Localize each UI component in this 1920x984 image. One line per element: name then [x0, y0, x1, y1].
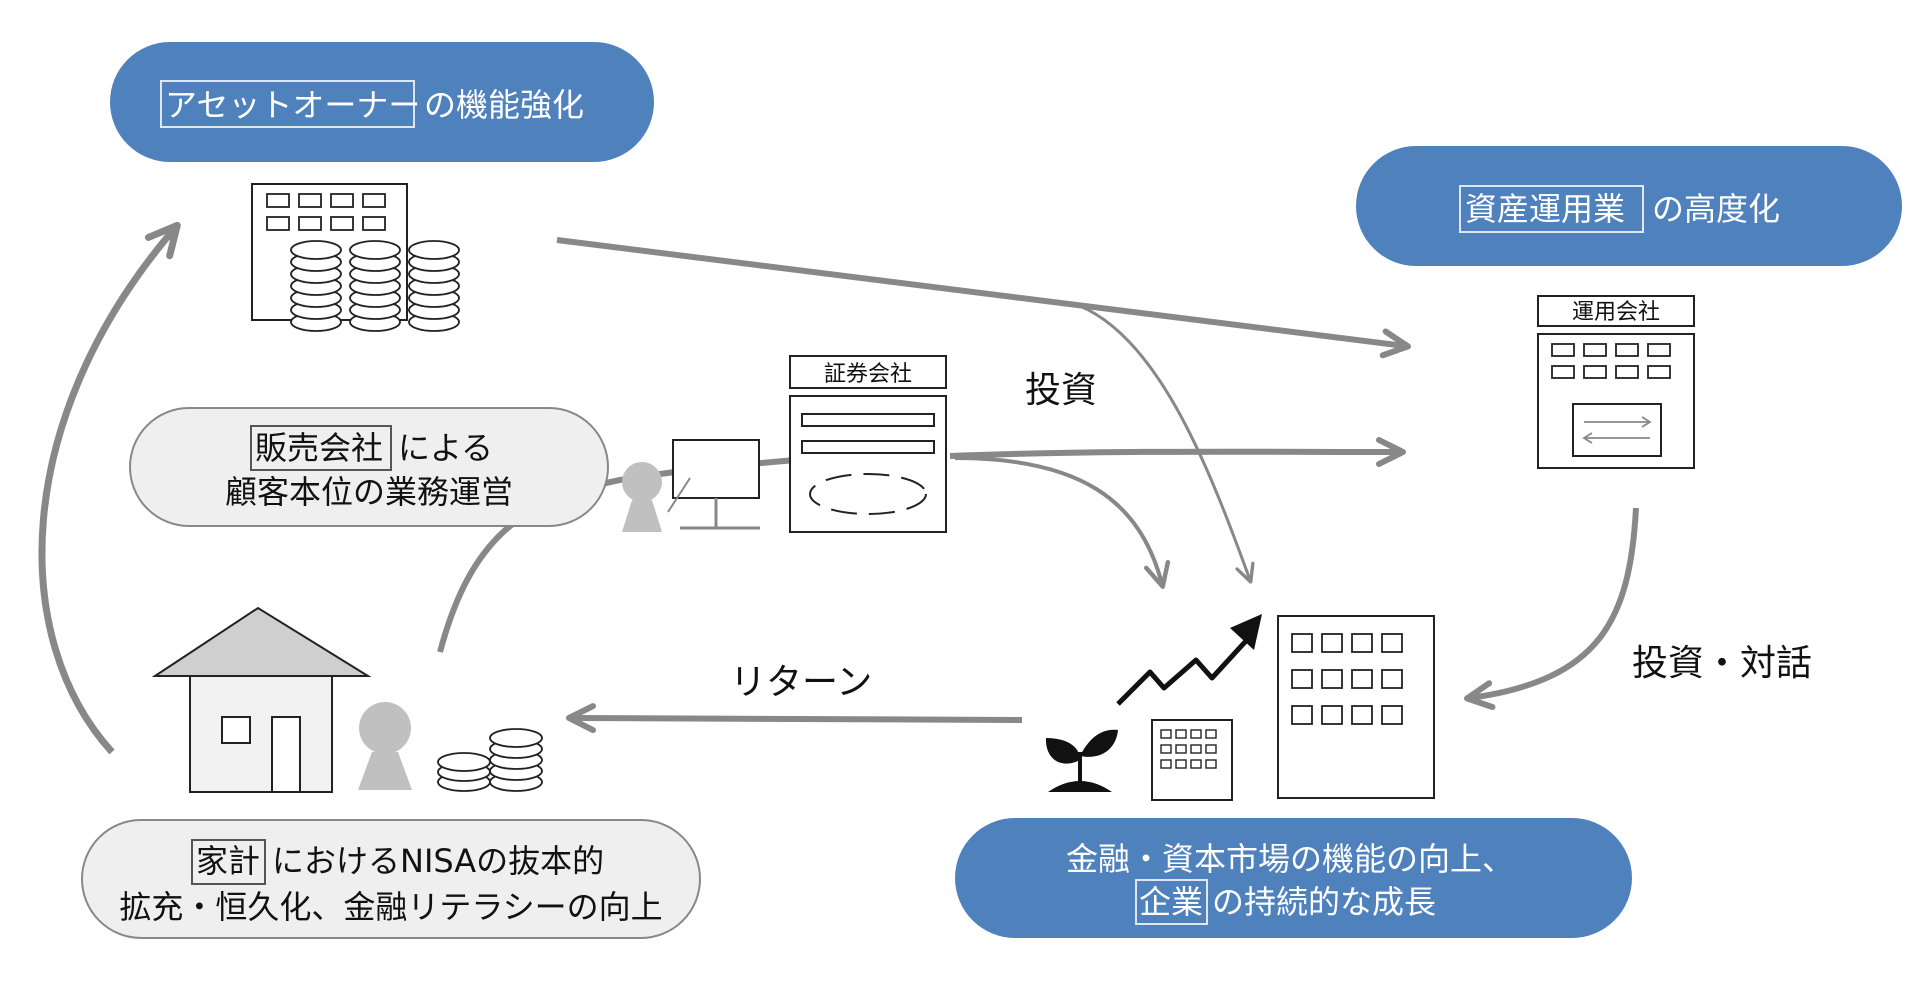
market-highlight: 企業: [1139, 883, 1203, 921]
person-icon: [358, 702, 412, 790]
market-pill: 金融・資本市場の機能の向上、 企業 の持続的な成長: [955, 818, 1632, 938]
household-line2: 拡充・恒久化、金融リテラシーの向上: [119, 888, 662, 926]
coin-stack-icon: [437, 728, 543, 792]
invest-dialogue-label: 投資・対話: [1632, 643, 1812, 684]
arrow-securities-to-asset-manager: [949, 436, 1406, 467]
house-icon: [151, 606, 372, 793]
growth-arrow-icon: [1116, 614, 1262, 706]
asset-mgmt-rest: の高度化: [1652, 190, 1780, 228]
asset-owner-pill: アセットオーナー の機能強化: [110, 42, 654, 162]
sprout-icon: [1045, 729, 1118, 792]
arrow-household-to-asset-owner: [38, 221, 181, 755]
arrow-asset-manager-to-company: [1464, 507, 1639, 710]
large-company-building-icon: [1277, 615, 1435, 799]
sales-rest: による: [398, 429, 493, 467]
sales-pill: 販売会社 による 顧客本位の業務運営: [129, 407, 609, 527]
asset-owner-rest: の機能強化: [424, 86, 584, 124]
asset-owner-highlight: アセットオーナー: [165, 86, 420, 124]
household-pill: 家計 におけるNISAの抜本的 拡充・恒久化、金融リテラシーの向上: [81, 819, 701, 939]
invest-label: 投資: [1025, 370, 1097, 411]
securities-firm-building-icon: 証券会社: [789, 355, 947, 533]
arrow-securities-to-company: [954, 456, 1171, 589]
flow-arrows: [38, 221, 1639, 755]
salesperson-at-desk-icon: [622, 439, 760, 532]
small-company-building-icon: [1151, 719, 1233, 801]
household-highlight: 家計: [196, 842, 260, 880]
market-rest: の持続的な成長: [1212, 883, 1436, 921]
asset-manager-label: 運用会社: [1572, 300, 1660, 325]
office-building-with-coins-icon: [251, 183, 460, 332]
arrow-company-to-household: [566, 703, 1023, 734]
household-rest: におけるNISAの抜本的: [272, 842, 604, 880]
arrow-asset-owner-to-company: [1079, 304, 1255, 584]
arrow-asset-owner-to-asset-manager: [556, 237, 1411, 359]
asset-mgmt-highlight: 資産運用業: [1465, 190, 1625, 228]
sales-highlight: 販売会社: [255, 429, 383, 467]
securities-label: 証券会社: [824, 362, 912, 387]
sales-line2: 顧客本位の業務運営: [225, 473, 513, 511]
asset-management-firm-building-icon: 運用会社: [1537, 295, 1695, 469]
market-line1: 金融・資本市場の機能の向上、: [1066, 840, 1514, 878]
asset-mgmt-pill: 資産運用業 の高度化: [1356, 146, 1902, 266]
return-label: リターン: [730, 662, 872, 703]
